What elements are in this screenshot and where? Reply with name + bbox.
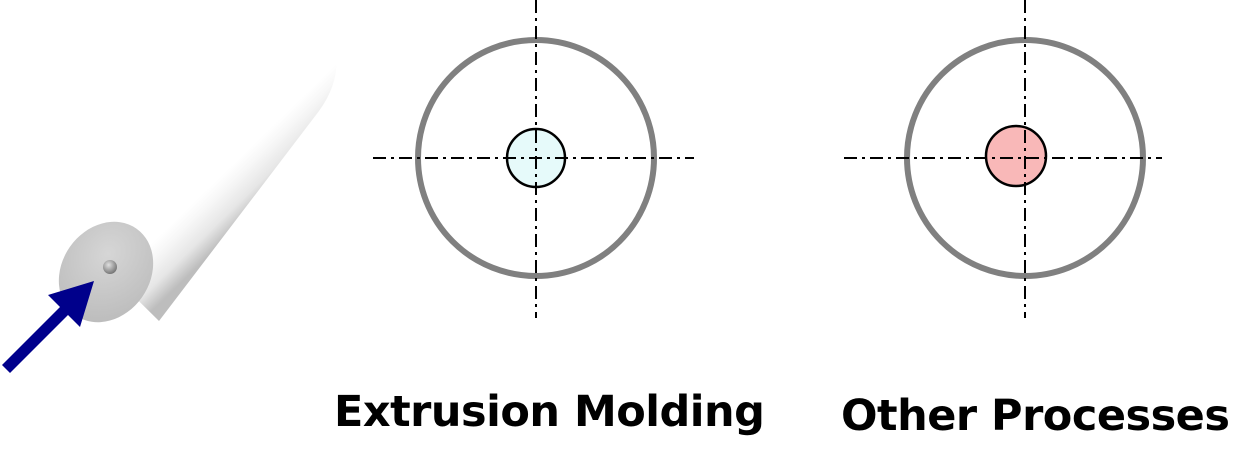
other-process-cross-section <box>844 0 1162 318</box>
arrow-shape <box>2 281 94 373</box>
pointer-arrow-icon <box>2 281 94 373</box>
extrusion-molding-caption: Extrusion Molding <box>334 387 765 437</box>
extrusion-cross-section <box>373 0 694 318</box>
other-processes-caption: Other Processes <box>841 391 1230 441</box>
rod-center-hole <box>103 260 117 274</box>
core-circle <box>984 124 1048 188</box>
